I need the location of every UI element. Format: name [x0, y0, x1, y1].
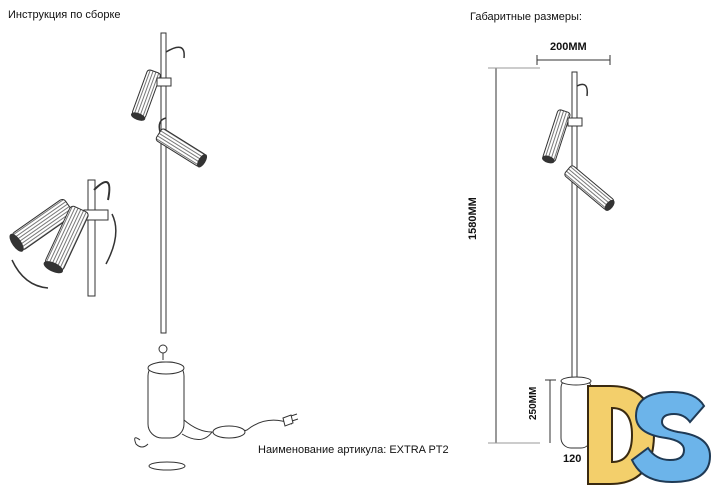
article-name-caption: Наименование артикула: EXTRA PT2 — [258, 444, 449, 456]
base-width-dimension-label: 120 — [563, 453, 582, 465]
floor-lamp-pole — [160, 32, 167, 334]
assembly-screw — [158, 344, 168, 354]
rotation-arrow-right — [105, 213, 117, 265]
dim-base-top — [560, 376, 592, 386]
dimensions-caption: Габаритные размеры: — [470, 11, 582, 23]
rotation-arrow-left — [11, 259, 49, 289]
upper-spotlight — [130, 69, 161, 121]
width-dimension-label: 200MM — [550, 41, 587, 53]
height-dimension-label: 1580MM — [467, 197, 479, 240]
dim-upper-clamp — [567, 117, 583, 127]
upper-clamp — [156, 77, 172, 87]
base-top — [147, 361, 185, 375]
dimensions-illustration — [488, 55, 615, 449]
ds-logo — [587, 385, 712, 485]
assembly-illustration — [9, 32, 299, 471]
dim-upper-spotlight — [542, 109, 571, 164]
logo-letter-s — [630, 390, 712, 484]
lower-hook-loop — [158, 117, 167, 133]
foot-plate — [148, 461, 186, 471]
lower-spotlight — [155, 128, 208, 168]
cable-tangle — [134, 431, 213, 448]
inset-spotlight-right — [43, 205, 89, 274]
dim-hook-loop — [576, 83, 589, 97]
base-height-dimension-label: 250MM — [528, 386, 539, 420]
pole-hook-loop — [165, 46, 185, 59]
dim-base-cylinder — [560, 377, 592, 449]
detail-inset — [9, 179, 117, 297]
inset-hook-loop — [93, 181, 111, 201]
inset-pole — [87, 179, 96, 297]
plug — [282, 413, 299, 427]
foot-switch — [212, 425, 246, 439]
dim-lower-spotlight — [564, 165, 615, 211]
assembly-instruction-caption: Инструкция по сборке — [8, 9, 121, 21]
inset-spotlight-left — [9, 198, 74, 252]
